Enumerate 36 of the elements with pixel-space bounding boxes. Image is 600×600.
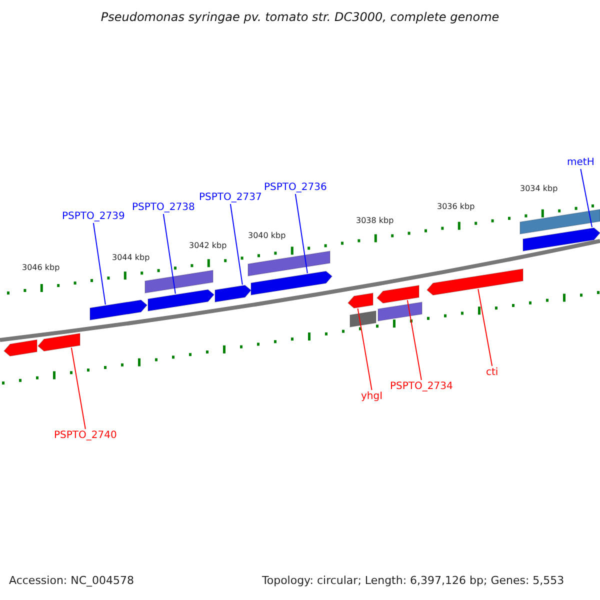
- leader-line: [580, 168, 592, 228]
- gene-feature: [90, 299, 148, 321]
- leader-line: [230, 204, 243, 286]
- gene-feature: [250, 270, 333, 296]
- gene-label: PSPTO_2739: [62, 211, 125, 222]
- gene-feature: [37, 332, 80, 352]
- gene-label: PSPTO_2740: [54, 430, 117, 441]
- leader-line: [70, 347, 86, 430]
- leader-line: [162, 214, 176, 294]
- leader-line: [406, 300, 422, 380]
- tick-label: 3034 kbp: [520, 185, 558, 194]
- tick-label: 3040 kbp: [248, 232, 286, 241]
- gene-feature: [347, 292, 374, 309]
- gene-label: metH: [567, 157, 594, 168]
- gene-label: PSPTO_2738: [132, 202, 195, 213]
- gene-label: yhgI: [361, 391, 383, 402]
- genome-info-label: Topology: circular; Length: 6,397,126 bp; Genes: 5,553: [262, 575, 564, 588]
- tick-label: 3038 kbp: [356, 217, 394, 226]
- gene-feature: [376, 284, 420, 304]
- accession-label: Accession: NC_004578: [9, 575, 134, 588]
- title: Pseudomonas syringae pv. tomato str. DC3000, complete genome: [100, 11, 500, 24]
- gene-label: PSPTO_2737: [199, 192, 262, 203]
- tick-label: 3046 kbp: [22, 264, 60, 273]
- gene-feature: [522, 227, 600, 252]
- tick-label: 3036 kbp: [437, 203, 475, 212]
- leader-line: [478, 288, 493, 366]
- gene-label: PSPTO_2736: [264, 182, 327, 193]
- gene-feature: [214, 284, 252, 303]
- leader-line: [92, 222, 106, 306]
- gene-label: cti: [486, 367, 498, 378]
- leader-line: [357, 308, 372, 390]
- leader-line: [294, 194, 308, 274]
- tick-label: 3042 kbp: [189, 242, 227, 251]
- gene-label: PSPTO_2734: [390, 381, 453, 392]
- gene-feature: [426, 268, 524, 296]
- tick-label: 3044 kbp: [112, 254, 150, 263]
